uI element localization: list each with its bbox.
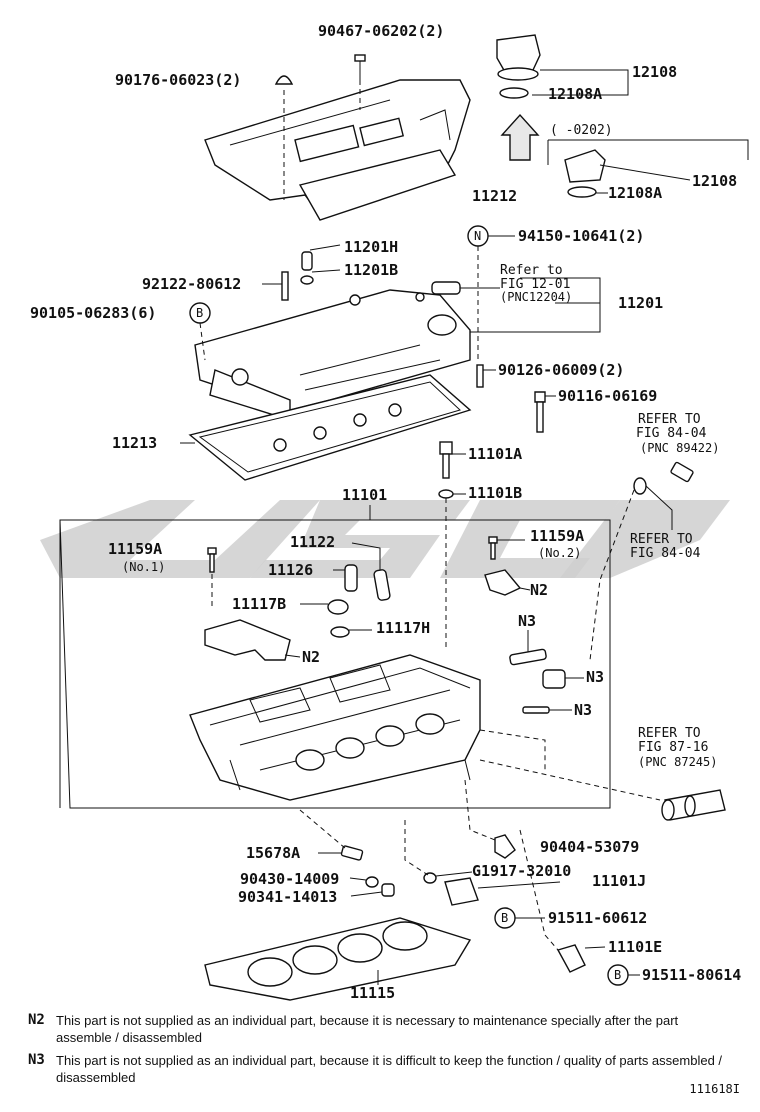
note-text: This part is not supplied as an individu… bbox=[56, 1013, 679, 1045]
note-key: N3 bbox=[28, 1052, 45, 1068]
label-11122: 11122 bbox=[290, 533, 335, 551]
oil-filler-cap-12108 bbox=[496, 34, 749, 198]
label-n2-right: N2 bbox=[530, 581, 548, 599]
label-11126: 11126 bbox=[268, 561, 313, 579]
note-n2: N2 This part is not supplied as an indiv… bbox=[28, 1012, 728, 1046]
label-b-mark-1: B bbox=[196, 306, 203, 320]
part-labels: 90467-06202(2) 90176-06023(2) 12108 1210… bbox=[30, 22, 741, 1002]
label-0202: ( -0202) bbox=[550, 123, 613, 138]
label-b-mark-2: B bbox=[501, 911, 508, 925]
head-gasket-11115 bbox=[204, 917, 472, 1001]
hose-87245 bbox=[479, 759, 726, 821]
head-cover-gasket-11213 bbox=[180, 374, 472, 481]
plugs-11122-11126 bbox=[333, 542, 391, 601]
label-11201B: 11201B bbox=[344, 261, 398, 279]
sensor-89422 bbox=[589, 461, 694, 661]
label-12108: 12108 bbox=[632, 63, 677, 81]
label-refer-87-16-b: FIG 87-16 bbox=[638, 740, 708, 755]
label-11159A-no1: 11159A bbox=[108, 540, 162, 558]
label-90467: 90467-06202(2) bbox=[318, 22, 444, 40]
label-refer-87-16-a: REFER TO bbox=[638, 726, 701, 741]
label-11213: 11213 bbox=[112, 434, 157, 452]
label-b-mark-3: B bbox=[614, 968, 621, 982]
label-11101J: 11101J bbox=[592, 872, 646, 890]
bolt-11159A-no2 bbox=[488, 536, 525, 560]
sensor-11101E bbox=[519, 829, 640, 986]
label-11101B: 11101B bbox=[468, 484, 522, 502]
label-90116: 90116-06169 bbox=[558, 387, 657, 405]
note-text: This part is not supplied as an individu… bbox=[56, 1053, 723, 1085]
note-key: N2 bbox=[28, 1012, 45, 1028]
label-11117H: 11117H bbox=[376, 619, 430, 637]
label-91511-60612: 91511-60612 bbox=[548, 909, 647, 927]
label-12108A-alt: 12108A bbox=[608, 184, 662, 202]
gasket-G1917-plug-11101J bbox=[404, 820, 561, 929]
label-92122: 92122-80612 bbox=[142, 275, 241, 293]
b-mark-1 bbox=[189, 302, 211, 361]
label-15678A: 15678A bbox=[246, 844, 300, 862]
grommet-90176 bbox=[274, 75, 294, 200]
label-refer-84-04-a: REFER TO bbox=[638, 412, 701, 427]
label-refer-87-16-c: (PNC 87245) bbox=[638, 755, 717, 769]
label-91511-80614: 91511-80614 bbox=[642, 966, 741, 984]
label-n3-mid: N3 bbox=[586, 668, 604, 686]
seals-11117 bbox=[300, 599, 372, 638]
label-90105: 90105-06283(6) bbox=[30, 304, 156, 322]
label-no1: (No.1) bbox=[122, 560, 165, 574]
fasteners-11201 bbox=[262, 244, 341, 301]
label-11212: 11212 bbox=[472, 187, 517, 205]
label-n3-bottom: N3 bbox=[574, 701, 592, 719]
note-n3: N3 This part is not supplied as an indiv… bbox=[28, 1052, 728, 1086]
label-90430: 90430-14009 bbox=[240, 870, 339, 888]
footnotes: N2 This part is not supplied as an indiv… bbox=[28, 1012, 728, 1092]
head-cover-11212 bbox=[204, 79, 471, 221]
label-90404: 90404-53079 bbox=[540, 838, 639, 856]
label-11101E: 11101E bbox=[608, 938, 662, 956]
label-11117B: 11117B bbox=[232, 595, 286, 613]
pcv-grommet bbox=[431, 281, 500, 295]
label-no2: (No.2) bbox=[538, 546, 581, 560]
head-bolt-11101A bbox=[438, 441, 466, 650]
label-refer-84-04-d: REFER TO bbox=[630, 532, 693, 547]
label-11101: 11101 bbox=[342, 486, 387, 504]
label-n-mark: N bbox=[474, 229, 481, 243]
bolt-90467 bbox=[354, 54, 366, 110]
label-12108-alt: 12108 bbox=[692, 172, 737, 190]
label-90176: 90176-06023(2) bbox=[115, 71, 241, 89]
plug-15678A bbox=[299, 809, 395, 897]
label-n2-left: N2 bbox=[302, 648, 320, 666]
label-90341: 90341-14013 bbox=[238, 888, 337, 906]
cylinder-head-cover-11201 bbox=[194, 277, 601, 421]
label-94150: 94150-10641(2) bbox=[518, 227, 644, 245]
stud-94150 bbox=[467, 225, 515, 360]
label-refer-12-01-a: Refer to bbox=[500, 263, 563, 278]
label-11101A: 11101A bbox=[468, 445, 522, 463]
cam-housing-n2-left bbox=[204, 619, 301, 661]
drawing-id: 111618I bbox=[689, 1082, 740, 1096]
label-11201: 11201 bbox=[618, 294, 663, 312]
fitting-90404 bbox=[464, 779, 516, 859]
label-11115: 11115 bbox=[350, 984, 395, 1002]
label-refer-12-01-b: FIG 12-01 bbox=[500, 277, 570, 292]
label-n3-top: N3 bbox=[518, 612, 536, 630]
label-12108A: 12108A bbox=[548, 85, 602, 103]
label-G1917: G1917-32010 bbox=[472, 862, 571, 880]
assembly-bracket-11101 bbox=[59, 505, 611, 809]
label-90126: 90126-06009(2) bbox=[498, 361, 624, 379]
label-refer-12-01-c: (PNC12204) bbox=[500, 290, 572, 304]
cam-housing-n2-right bbox=[484, 569, 531, 596]
bolts-90126-90116 bbox=[476, 364, 556, 433]
label-11201H: 11201H bbox=[344, 238, 398, 256]
label-11159A-no2: 11159A bbox=[530, 527, 584, 545]
label-refer-84-04-b: FIG 84-04 bbox=[636, 426, 707, 441]
dowels-n3 bbox=[509, 630, 584, 714]
bolt-11159A-no1 bbox=[207, 547, 217, 610]
label-refer-84-04-c: (PNC 89422) bbox=[640, 441, 719, 455]
cylinder-head bbox=[189, 654, 546, 801]
label-refer-84-04-e: FIG 84-04 bbox=[630, 546, 701, 561]
